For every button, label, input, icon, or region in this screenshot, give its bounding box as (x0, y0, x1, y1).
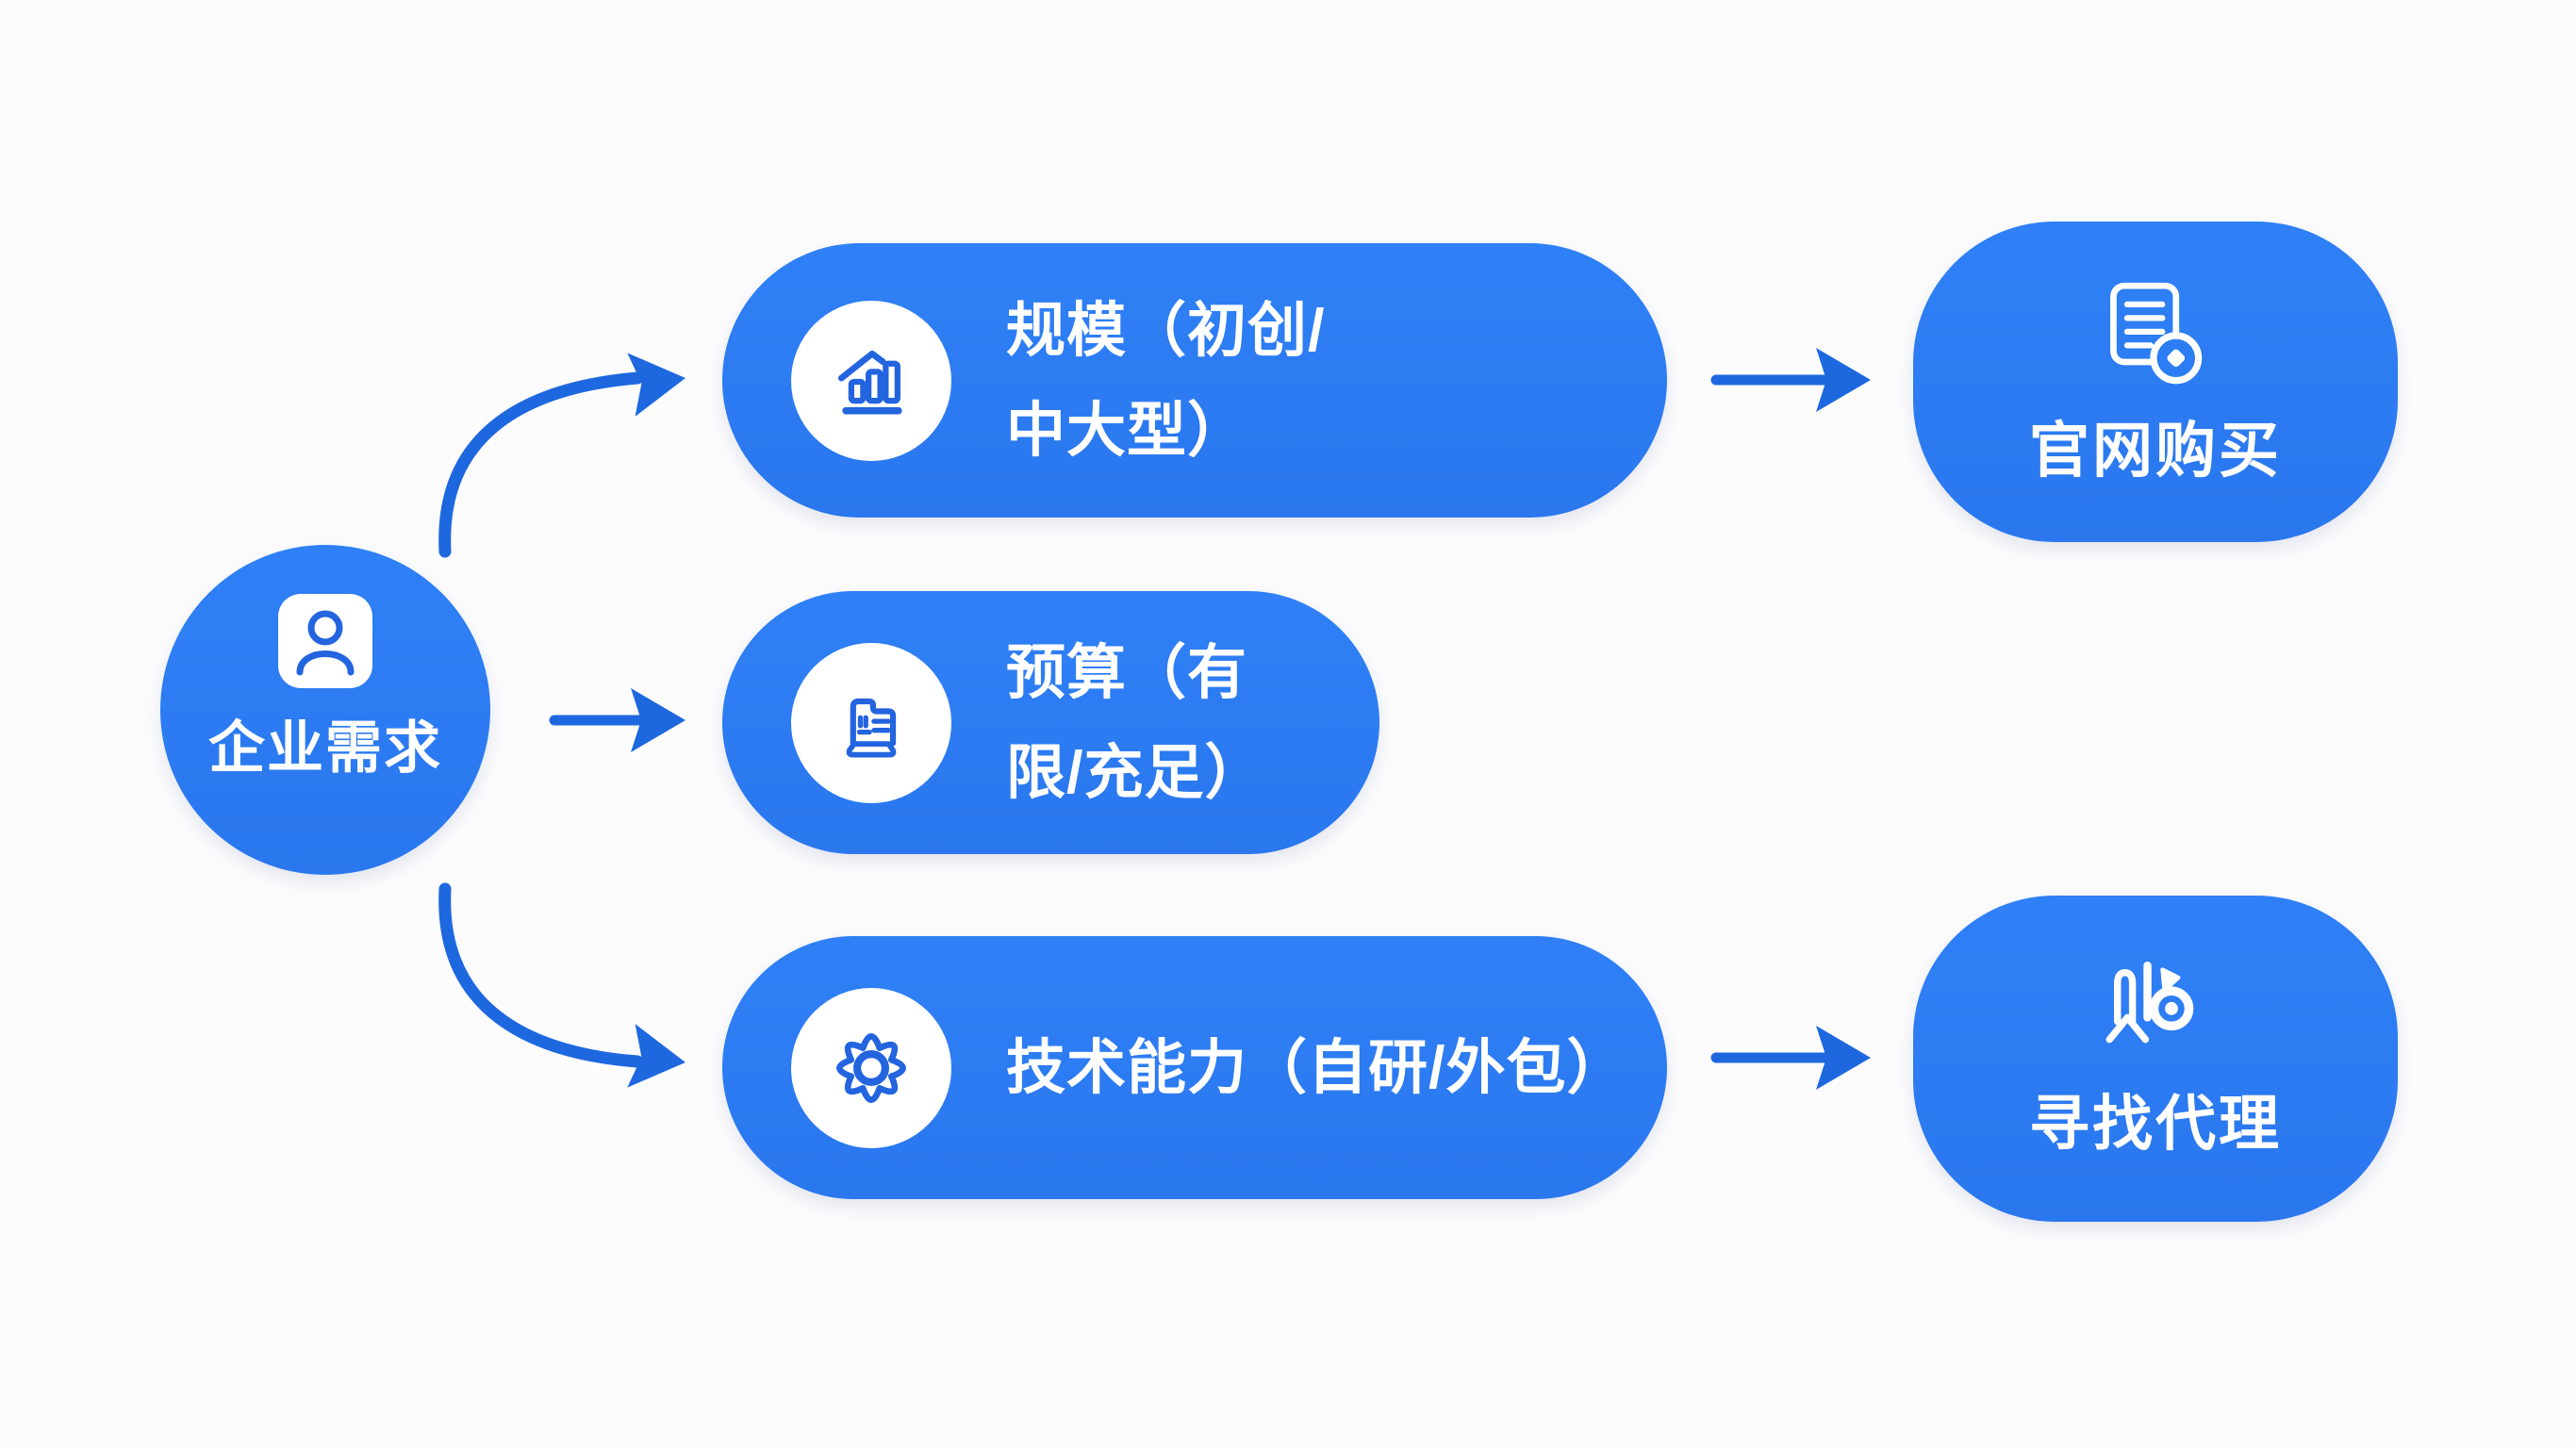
node-budget: 预算（有 限/充足） (722, 591, 1379, 854)
node-tech: 技术能力（自研/外包） (722, 936, 1667, 1199)
document-coin-icon (2106, 281, 2204, 393)
arrow-scale-to-official (1710, 348, 1871, 412)
node-scale-label-line2: 中大型） (1006, 397, 1247, 464)
arrow-root-to-tech (438, 882, 685, 1088)
arrow-root-to-budget (549, 688, 685, 752)
arrow-root-to-scale (438, 353, 685, 558)
node-budget-label-line1: 预算（有 (1006, 639, 1247, 706)
person-icon (278, 594, 372, 688)
node-budget-label-line2: 限/充足） (1006, 739, 1265, 806)
node-official-purchase: 官网购买 (1913, 222, 2398, 542)
node-scale-label: 规模（初创/ 中大型） (1006, 281, 1326, 481)
arrow-tech-to-agent (1710, 1026, 1871, 1090)
node-find-agent-label: 寻找代理 (2029, 1089, 2282, 1158)
gear-icon (791, 987, 951, 1148)
node-find-agent: 寻找代理 (1913, 896, 2398, 1222)
node-enterprise-needs: 企业需求 (160, 545, 490, 875)
node-scale-label-line1: 规模（初创/ (1006, 297, 1326, 364)
node-tech-label-line1: 技术能力（自研/外包） (1006, 1034, 1627, 1101)
node-official-purchase-label: 官网购买 (2029, 416, 2282, 485)
node-enterprise-needs-label: 企业需求 (208, 716, 442, 780)
bar-chart-icon (791, 300, 951, 461)
agent-badge-icon (2105, 961, 2205, 1066)
node-tech-label: 技术能力（自研/外包） (1006, 1018, 1627, 1118)
node-budget-label: 预算（有 限/充足） (1006, 623, 1265, 823)
document-ledger-icon (791, 642, 951, 803)
node-scale: 规模（初创/ 中大型） (722, 243, 1667, 518)
